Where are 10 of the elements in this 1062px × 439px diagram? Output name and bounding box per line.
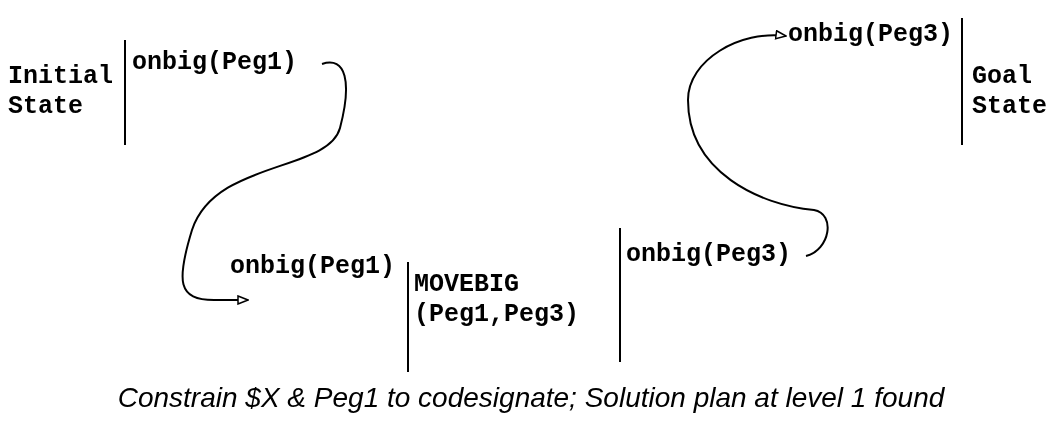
caption: Constrain $X & Peg1 to codesignate; Solution plan at level 1 found (116, 382, 946, 414)
step-label: Initial State (8, 62, 120, 122)
condition-label: onbig(Peg3) (788, 20, 958, 50)
condition-label: onbig(Peg1) (132, 48, 322, 78)
arrow (687, 30, 829, 257)
step-label: MOVEBIG (Peg1,Peg3) (414, 270, 614, 330)
condition-label: onbig(Peg1) (230, 252, 405, 282)
arrow (181, 61, 347, 305)
condition-label: onbig(Peg3) (626, 240, 806, 270)
step-label: Goal State (972, 62, 1052, 122)
